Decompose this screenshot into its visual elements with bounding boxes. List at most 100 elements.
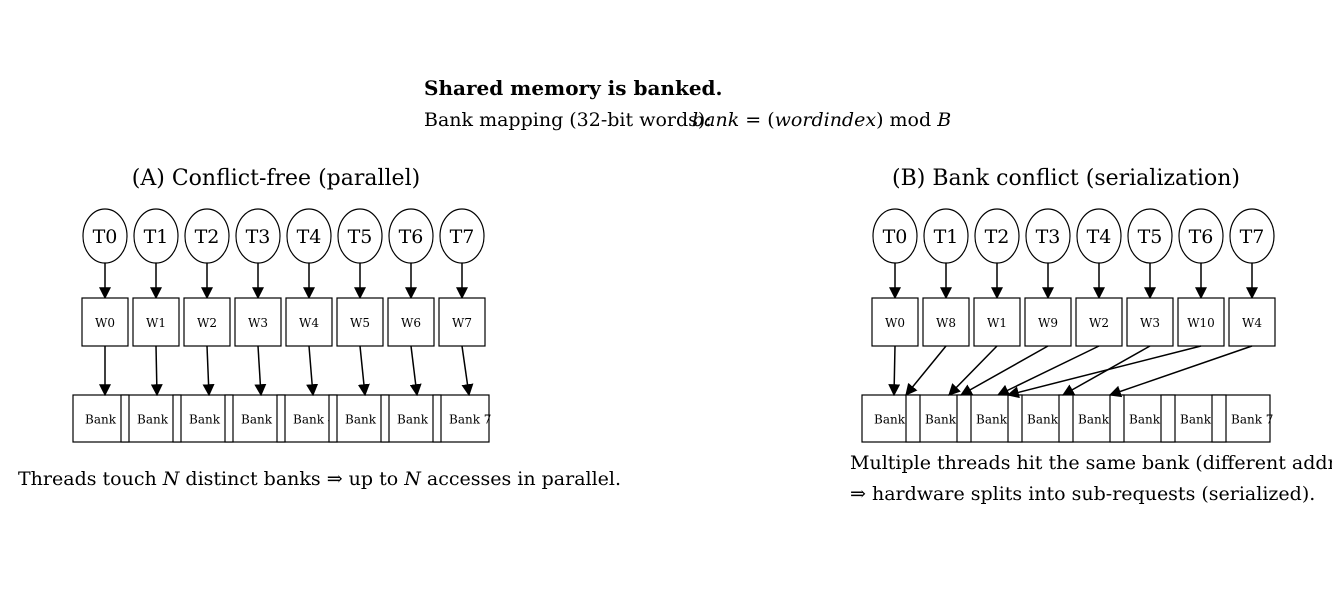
b-word-to-bank-arrow xyxy=(996,345,1100,396)
word-box xyxy=(1177,297,1225,347)
thread-label: T3 xyxy=(246,226,271,248)
thread-label: T7 xyxy=(450,226,475,248)
word-label: W10 xyxy=(1187,316,1215,330)
bank-separator xyxy=(432,394,442,443)
a-word-w7: W7 xyxy=(438,297,486,347)
bank-separator xyxy=(1058,394,1074,443)
word-label: W3 xyxy=(1140,316,1160,330)
thread-label: T2 xyxy=(195,226,220,248)
a-thread-t6: T6 xyxy=(388,208,434,264)
diagram-title: Shared memory is banked. xyxy=(424,76,723,100)
word-box xyxy=(387,297,435,347)
b-word-to-bank-arrow xyxy=(948,345,998,396)
thread-label: T7 xyxy=(1240,226,1265,248)
a-thread-t5: T5 xyxy=(337,208,383,264)
b-word-w8: W8 xyxy=(922,297,970,347)
a-bank-5: Bank 5 xyxy=(328,394,387,443)
a-bank-4: Bank 4 xyxy=(276,394,336,443)
thread-label: T1 xyxy=(144,226,169,248)
a-word-to-bank-arrow xyxy=(357,345,370,397)
formula-mod: ) mod xyxy=(876,109,937,131)
bank-separator xyxy=(172,394,182,443)
b-word-to-bank-arrow xyxy=(905,345,947,396)
word-label: W1 xyxy=(146,316,166,330)
word-label: W3 xyxy=(248,316,268,330)
panel-a-title: (A) Conflict-free (parallel) xyxy=(132,166,420,191)
bank-label: Bank 5 xyxy=(345,413,387,427)
a-thread-t1: T1 xyxy=(133,208,179,264)
a-word-to-bank-arrow xyxy=(306,345,319,397)
a-word-w4: W4 xyxy=(285,297,333,347)
a-thread-t4: T4 xyxy=(286,208,332,264)
b-thread-t3: T3 xyxy=(1025,208,1071,264)
thread-label: T0 xyxy=(93,226,118,248)
a-word-to-bank-arrow xyxy=(254,345,267,397)
bank-label: Bank 1 xyxy=(137,413,179,427)
b-word-w10: W10 xyxy=(1177,297,1225,347)
bank-label: Bank 0 xyxy=(85,413,127,427)
b-word-to-bank-arrow xyxy=(959,345,1049,396)
word-box xyxy=(1126,297,1174,347)
word-label: W4 xyxy=(299,316,319,330)
b-bank-7: Bank 7 xyxy=(1211,394,1273,443)
word-box xyxy=(1075,297,1123,347)
a-word-w5: W5 xyxy=(336,297,384,347)
bank-separator xyxy=(956,394,972,443)
thread-label: T5 xyxy=(1138,226,1163,248)
b-word-w3: W3 xyxy=(1126,297,1174,347)
a-bank-1: Bank 1 xyxy=(120,394,179,443)
thread-label: T4 xyxy=(1087,226,1112,248)
bank-separator xyxy=(380,394,390,443)
word-label: W5 xyxy=(350,316,370,330)
word-label: W0 xyxy=(95,316,115,330)
word-label: W0 xyxy=(885,316,905,330)
b-thread-t0: T0 xyxy=(872,208,918,264)
bank-label: Bank 7 xyxy=(449,413,491,427)
a-word-w0: W0 xyxy=(81,297,129,347)
bank-label: Bank 7 xyxy=(1231,413,1273,427)
word-label: W1 xyxy=(987,316,1007,330)
thread-label: T1 xyxy=(934,226,959,248)
a-word-w6: W6 xyxy=(387,297,435,347)
word-box xyxy=(336,297,384,347)
a-thread-t0: T0 xyxy=(82,208,128,264)
thread-label: T5 xyxy=(348,226,373,248)
a-word-w3: W3 xyxy=(234,297,282,347)
bank-separator xyxy=(1109,394,1125,443)
word-label: W2 xyxy=(197,316,217,330)
bank-label: Bank 3 xyxy=(241,413,283,427)
bank-separator xyxy=(276,394,286,443)
a-bank-3: Bank 3 xyxy=(224,394,283,443)
a-word-to-bank-arrow xyxy=(461,345,474,397)
b-word-to-bank-arrow xyxy=(1006,345,1202,399)
thread-label: T4 xyxy=(297,226,322,248)
panel-b-caption-line1: Multiple threads hit the same bank (diff… xyxy=(850,452,1332,474)
word-label: W4 xyxy=(1242,316,1262,330)
formula-lhs: bank xyxy=(692,109,739,131)
word-box xyxy=(871,297,919,347)
thread-label: T3 xyxy=(1036,226,1061,248)
panel-a-caption: Threads touch N distinct banks ⇒ up to N… xyxy=(18,468,621,490)
word-box xyxy=(81,297,129,347)
a-word-to-bank-arrow xyxy=(409,345,422,397)
word-label: W7 xyxy=(452,316,472,330)
a-thread-t7: T7 xyxy=(439,208,485,264)
a-word-w1: W1 xyxy=(132,297,180,347)
a-thread-t3: T3 xyxy=(235,208,281,264)
bank-separator xyxy=(1007,394,1023,443)
thread-label: T2 xyxy=(985,226,1010,248)
word-box xyxy=(132,297,180,347)
b-thread-t6: T6 xyxy=(1178,208,1224,264)
b-thread-t5: T5 xyxy=(1127,208,1173,264)
formula-modulus: B xyxy=(936,109,951,131)
a-bank-7: Bank 7 xyxy=(432,394,491,443)
a-word-to-bank-arrow xyxy=(150,345,163,397)
bank-separator xyxy=(328,394,338,443)
bank-label: Bank 2 xyxy=(189,413,231,427)
b-word-to-bank-arrow xyxy=(888,345,901,397)
